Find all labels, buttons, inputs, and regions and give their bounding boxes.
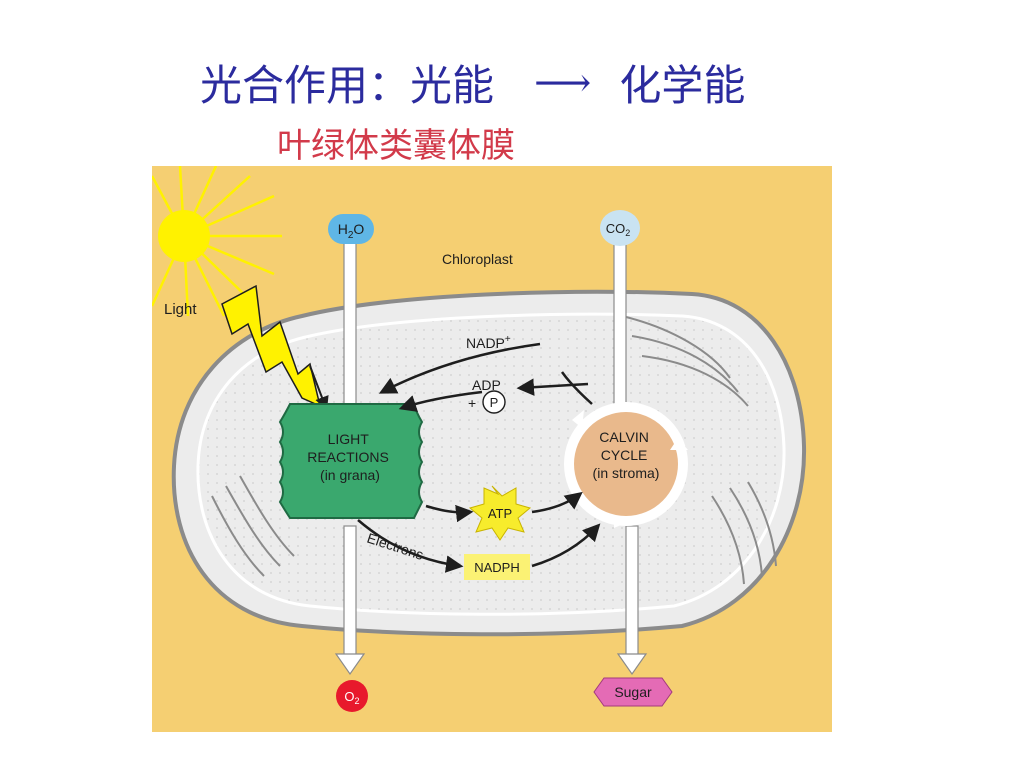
light-label: Light [164, 301, 197, 318]
nadp-label: NADP+ [466, 334, 511, 351]
svg-text:CO2: CO2 [606, 221, 631, 238]
grana-stack-right-top [621, 315, 749, 407]
title-right: 化学能 [619, 61, 746, 110]
oxygen-output-tube [343, 525, 357, 657]
slide-subtitle: 叶绿体类囊体膜 [277, 126, 515, 166]
adp-label: ADP [472, 377, 501, 393]
title-left: 光合作用：光能 [200, 61, 495, 110]
grana-stack-right-bottom [711, 481, 777, 585]
svg-text:O2: O2 [344, 689, 359, 706]
sugar-output-arrow [616, 653, 648, 676]
title-arrow: ⟶ [534, 59, 592, 106]
svg-text:H2O: H2O [338, 221, 365, 241]
sugar-output: Sugar [593, 677, 673, 707]
svg-text:ATP: ATP [488, 506, 512, 521]
water-input: H2O [328, 214, 374, 244]
phosphate-icon: P [482, 390, 506, 414]
sugar-output-tube [625, 525, 639, 657]
nadph-box: NADPH [464, 554, 530, 580]
cycle-arrows [357, 342, 601, 573]
calvin-cycle-circle: CALVIN CYCLE (in stroma) [564, 402, 688, 526]
photosynthesis-diagram: Light Chloroplast H2O O2 [152, 166, 832, 732]
svg-text:P: P [490, 395, 499, 410]
svg-text:LIGHT REACTIONS (i: LIGHT REACTIONS (in grana) [307, 431, 393, 483]
calvin-ring-arrows [572, 410, 688, 528]
co2-input-tube [613, 243, 627, 405]
chloroplast-label: Chloroplast [442, 251, 513, 267]
oxygen-output-arrow [334, 653, 366, 676]
water-input-tube [343, 239, 357, 405]
svg-text:Sugar: Sugar [614, 684, 652, 700]
light-reactions-box: LIGHT REACTIONS (in grana) [278, 403, 424, 519]
sun-icon [152, 166, 282, 317]
oxygen-output: O2 [336, 680, 368, 712]
grana-stack-left [211, 475, 295, 577]
svg-text:NADPH: NADPH [474, 560, 520, 575]
slide-title: 光合作用：光能 ⟶ 化学能 [200, 52, 745, 113]
co2-input: CO2 [600, 210, 640, 246]
plus-label: + [468, 395, 476, 411]
svg-text:CALVIN CYCLE (in s: CALVIN CYCLE (in stroma) [593, 429, 660, 481]
atp-burst: ATP [468, 485, 532, 541]
light-bolt-arrow [309, 365, 329, 411]
